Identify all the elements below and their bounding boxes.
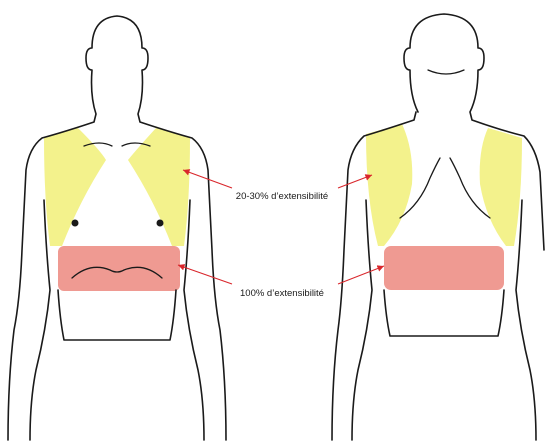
front-lower-chest-zone	[58, 246, 180, 291]
front-left-shoulder-zone	[44, 128, 106, 246]
back-left-arm-inner	[352, 200, 372, 440]
label-lower-extensibility: 100% d’extensibilité	[240, 288, 324, 299]
front-waist	[58, 290, 176, 340]
front-right-nipple	[157, 220, 164, 227]
front-body-outline	[8, 16, 226, 440]
front-left-arm-inner	[30, 200, 50, 440]
back-waist	[384, 290, 504, 336]
label-upper-extensibility: 20-30% d’extensibilité	[236, 191, 328, 202]
back-view	[332, 14, 544, 440]
front-left-nipple	[72, 220, 79, 227]
front-right-arm-inner	[184, 200, 204, 440]
back-left-shoulder-zone	[366, 124, 412, 246]
back-right-shoulder-zone	[480, 128, 522, 246]
back-right-arm-inner	[516, 200, 536, 440]
back-neck-line	[428, 70, 464, 74]
front-right-shoulder-zone	[128, 128, 190, 246]
front-view	[8, 16, 226, 440]
arrow-lower-back	[338, 266, 384, 284]
arrow-upper-back	[338, 175, 372, 188]
back-lower-zone	[384, 246, 504, 290]
